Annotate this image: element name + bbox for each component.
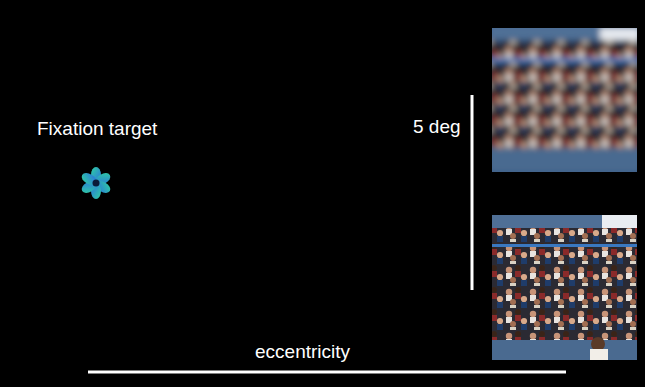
- scale-label: 5 deg: [413, 116, 461, 138]
- axis-label: eccentricity: [255, 341, 350, 363]
- fixation-label: Fixation target: [37, 118, 157, 140]
- blurred-photo: [492, 28, 637, 172]
- eccentricity-line: [88, 371, 566, 374]
- fixation-icon: [80, 167, 113, 199]
- scale-bar: [471, 95, 474, 290]
- sharp-photo: [492, 215, 637, 360]
